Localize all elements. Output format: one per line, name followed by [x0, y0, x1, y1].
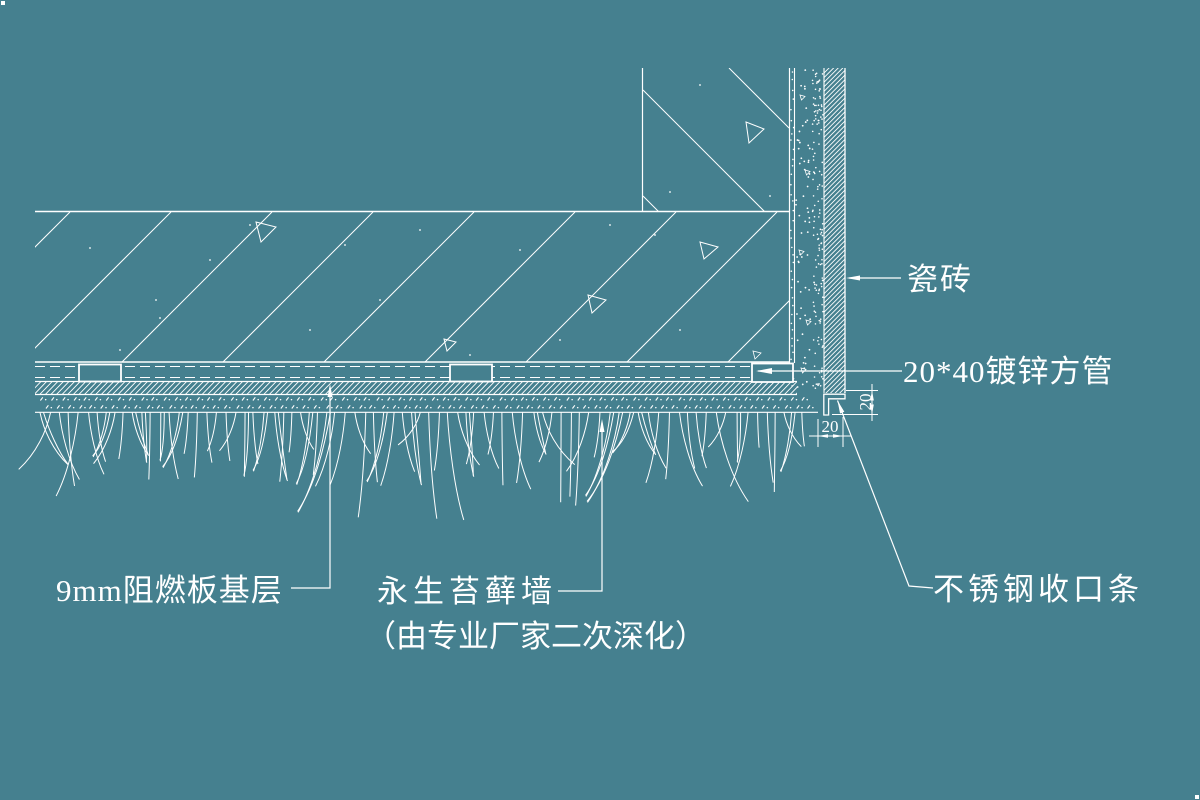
upper-wall-hatch — [642, 68, 789, 212]
ceiling-assembly-layers — [35, 210, 818, 413]
label-steel-trim: 不锈钢收口条 — [933, 572, 1143, 607]
label-moss-wall-line2: （由专业厂家二次深化） — [365, 619, 706, 654]
annotation-text: 瓷砖 20*40镀锌方管 9mm阻燃板基层 永生苔藓墙 （由专业厂家二次深化） … — [56, 262, 1143, 654]
corner-mark-bottomright — [1195, 795, 1199, 799]
flame-board-hatch — [35, 382, 797, 395]
moss-strands — [18, 412, 805, 521]
corner-mark-topleft — [1, 1, 5, 5]
tile-hatch-band — [824, 68, 846, 393]
label-tile: 瓷砖 — [907, 262, 973, 297]
vertical-wall-layers — [641, 68, 846, 393]
galvanized-square-tubes — [78, 362, 794, 383]
label-moss-wall-line1: 永生苔藓墙 — [377, 574, 557, 609]
concrete-slab-hatch — [35, 212, 789, 362]
label-flame-board: 9mm阻燃板基层 — [56, 573, 283, 608]
dim-tile-thickness: 20 — [856, 394, 875, 411]
dim-trim-width: 20 — [822, 417, 839, 436]
leader-lines — [291, 275, 934, 592]
steel-trim-and-dimensions — [809, 384, 878, 447]
label-square-tube: 20*40镀锌方管 — [903, 354, 1114, 389]
moss-substrate-dots — [39, 396, 814, 409]
